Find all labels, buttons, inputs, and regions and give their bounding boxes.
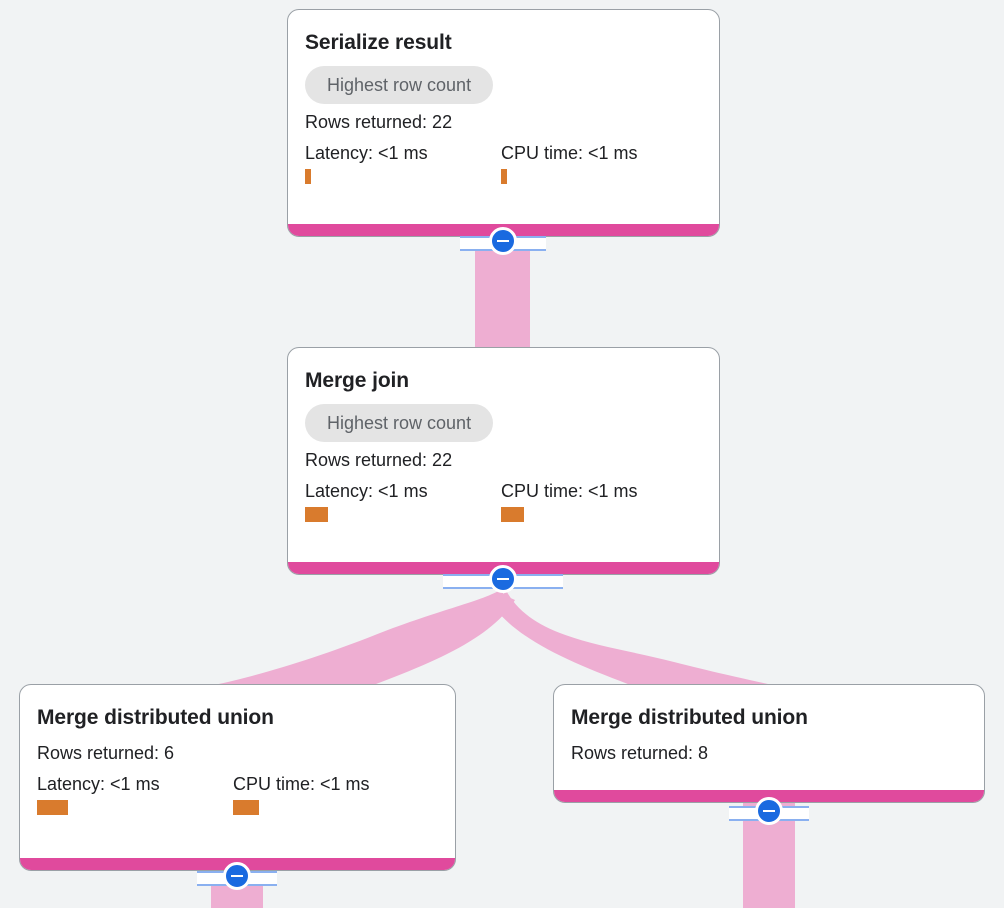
metric-latency: Latency: <1 ms — [305, 142, 501, 184]
metric-latency-bar — [305, 507, 328, 522]
metric-cpu-time-label: CPU time: <1 ms — [233, 774, 370, 794]
metric-cpu-time: CPU time: <1 ms — [501, 142, 697, 184]
collapse-rail-right — [779, 806, 809, 821]
metric-latency-bar — [305, 169, 311, 184]
metric-cpu-time-bar — [501, 169, 507, 184]
metrics-row: Latency: <1 ms CPU time: <1 ms — [37, 773, 438, 815]
minus-circle-icon[interactable] — [489, 227, 517, 255]
node-title: Merge join — [305, 369, 410, 392]
metric-latency-label: Latency: <1 ms — [305, 481, 428, 501]
node-card-merge-distributed-union-left[interactable]: Merge distributed union Rows returned: 6… — [19, 684, 456, 871]
badge-row: Highest row count — [305, 404, 702, 442]
flow-ribbon-join-to-union-left — [216, 596, 505, 692]
minus-circle-icon[interactable] — [223, 862, 251, 890]
rows-returned-text: Rows returned: 22 — [305, 450, 453, 470]
node-title: Serialize result — [305, 31, 452, 54]
status-badge-highest-row-count: Highest row count — [305, 66, 494, 104]
badge-row: Highest row count — [305, 66, 702, 104]
node-title: Merge distributed union — [571, 706, 808, 729]
collapse-rail-left — [460, 236, 493, 251]
rows-returned-text: Rows returned: 22 — [305, 112, 453, 132]
node-body: Merge distributed union Rows returned: 6… — [20, 685, 455, 825]
node-card-merge-join[interactable]: Merge join Highest row count Rows return… — [287, 347, 720, 575]
node-body: Merge distributed union Rows returned: 8 — [554, 685, 984, 781]
metric-latency: Latency: <1 ms — [37, 773, 233, 815]
metric-cpu-time-label: CPU time: <1 ms — [501, 481, 638, 501]
rows-returned-text: Rows returned: 8 — [571, 743, 709, 763]
node-body: Merge join Highest row count Rows return… — [288, 348, 719, 532]
node-card-merge-distributed-union-right[interactable]: Merge distributed union Rows returned: 8 — [553, 684, 985, 803]
metric-latency-label: Latency: <1 ms — [37, 774, 160, 794]
metric-cpu-time-bar — [233, 800, 259, 815]
metric-cpu-time-bar — [501, 507, 524, 522]
metric-cpu-time: CPU time: <1 ms — [233, 773, 429, 815]
minus-circle-icon[interactable] — [489, 565, 517, 593]
collapse-rail-left — [443, 574, 493, 589]
collapse-rail-left — [197, 871, 227, 886]
metrics-row: Latency: <1 ms CPU time: <1 ms — [305, 480, 702, 522]
node-title: Merge distributed union — [37, 706, 274, 729]
metric-latency-bar — [37, 800, 68, 815]
collapse-rail-left — [729, 806, 759, 821]
metric-cpu-time-label: CPU time: <1 ms — [501, 143, 638, 163]
metrics-row: Latency: <1 ms CPU time: <1 ms — [305, 142, 702, 184]
flow-ribbon-join-to-union-left-body — [214, 588, 503, 693]
collapse-rail-right — [513, 574, 563, 589]
node-card-serialize-result[interactable]: Serialize result Highest row count Rows … — [287, 9, 720, 237]
minus-circle-icon[interactable] — [755, 797, 783, 825]
node-body: Serialize result Highest row count Rows … — [288, 10, 719, 194]
node-accent-bar — [554, 790, 984, 802]
metric-latency: Latency: <1 ms — [305, 480, 501, 522]
collapse-rail-right — [247, 871, 277, 886]
metric-latency-label: Latency: <1 ms — [305, 143, 428, 163]
metric-cpu-time: CPU time: <1 ms — [501, 480, 697, 522]
rows-returned-text: Rows returned: 6 — [37, 743, 175, 763]
collapse-rail-right — [513, 236, 546, 251]
status-badge-highest-row-count: Highest row count — [305, 404, 494, 442]
